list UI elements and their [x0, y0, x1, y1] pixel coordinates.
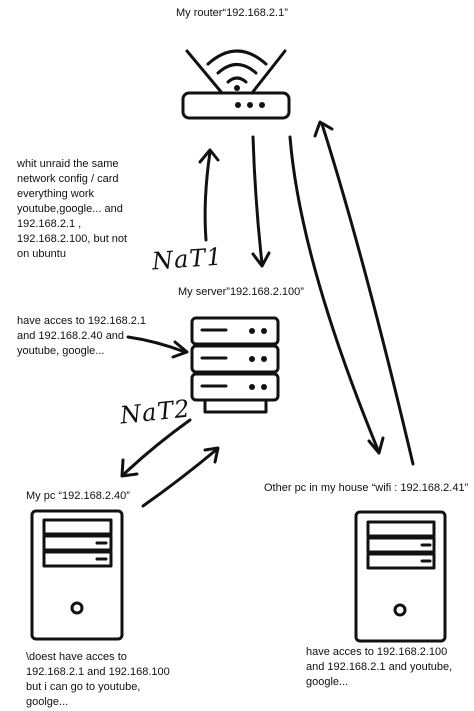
- note-line: google...: [306, 676, 349, 688]
- note-line: network config / card: [17, 173, 119, 185]
- router-side-note: whit unraid the same network config / ca…: [17, 157, 127, 262]
- note-line: but i can go to youtube,: [26, 681, 141, 693]
- router-icon: [181, 49, 291, 120]
- note-line: everything work: [17, 188, 95, 200]
- note-line: youtube, google...: [17, 345, 105, 357]
- note-line: have acces to 192.168.2.1: [17, 315, 147, 327]
- server-side-note: have acces to 192.168.2.1 and 192.168.2.…: [17, 314, 146, 359]
- my-pc-label: My pc “192.168.2.40”: [26, 490, 130, 502]
- server-label: My server”192.168.2.100”: [178, 286, 304, 298]
- note-line: youtube,google... and: [17, 203, 123, 215]
- note-line: goolge...: [26, 696, 69, 708]
- server-rack-icon: [190, 316, 280, 414]
- note-line: on ubuntu: [17, 248, 66, 260]
- pc-tower-icon: [30, 509, 124, 641]
- router-label: My router“192.168.2.1”: [176, 7, 288, 19]
- pc-tower-icon: [354, 510, 447, 643]
- note-line: have acces to 192.168.2.100: [306, 646, 448, 658]
- server-mypc-arrows: [120, 418, 220, 508]
- router-server-arrows: [198, 135, 271, 268]
- note-line: and 192.168.2.1 and youtube,: [306, 661, 453, 673]
- my-pc-note: \doest have acces to 192.168.2.1 and 192…: [26, 650, 170, 710]
- note-line: and 192.168.2.40 and: [17, 330, 125, 342]
- note-line: whit unraid the same: [17, 158, 119, 170]
- other-pc-label: Other pc in my house “wifi : 192.168.2.4…: [264, 482, 469, 494]
- note-line: 192.168.2.1 and 192.168.100: [26, 666, 170, 678]
- note-to-server-arrow: [126, 335, 189, 359]
- other-pc-note: have acces to 192.168.2.100 and 192.168.…: [306, 645, 452, 690]
- router-otherpc-arrows: [288, 120, 415, 466]
- note-line: 192.168.2.1 ,: [17, 218, 82, 230]
- note-line: 192.168.2.100, but not: [17, 233, 128, 245]
- note-line: \doest have acces to: [26, 651, 127, 663]
